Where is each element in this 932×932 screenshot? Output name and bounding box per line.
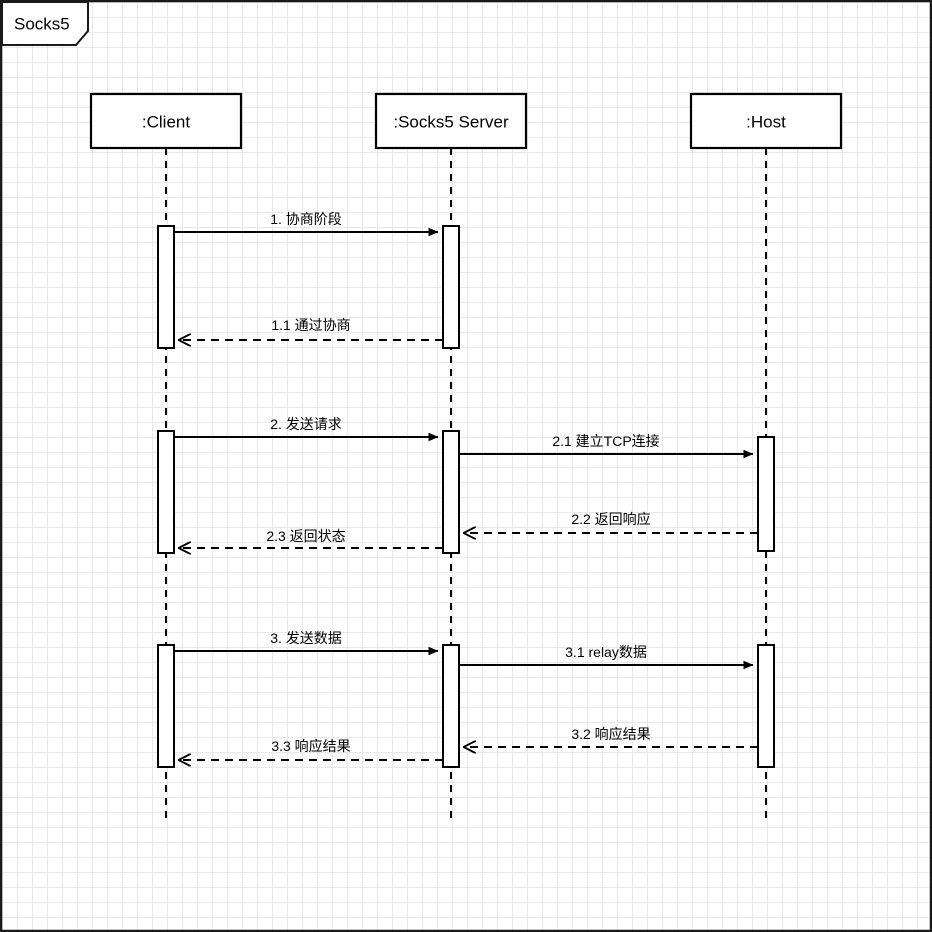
message-label-msg-1-1: 1.1 通过协商 — [271, 317, 351, 333]
message-label-msg-3-3: 3.3 响应结果 — [271, 738, 351, 754]
activation-server-act-1 — [442, 225, 460, 349]
lifeline-box-host — [689, 92, 843, 150]
message-label-msg-1: 1. 协商阶段 — [270, 211, 342, 227]
frame-label: Socks5 — [14, 14, 70, 34]
message-label-msg-2-3: 2.3 返回状态 — [266, 528, 346, 544]
message-label-msg-2-1: 2.1 建立TCP连接 — [552, 433, 660, 449]
activation-client-act-3 — [157, 644, 175, 768]
activation-client-act-2 — [157, 430, 175, 554]
activation-client-act-1 — [157, 225, 175, 349]
activation-server-act-3 — [442, 644, 460, 768]
activation-host-act-2 — [757, 644, 775, 768]
message-label-msg-3-1: 3.1 relay数据 — [565, 644, 647, 660]
lifeline-box-socks5-server — [374, 92, 528, 150]
activation-bars — [157, 225, 775, 768]
frame-label-tab — [1, 1, 89, 46]
lifeline-label-client: :Client — [141, 112, 191, 132]
message-arrows — [174, 227, 758, 760]
lifeline-boxes — [89, 92, 843, 150]
lifeline-lines — [165, 148, 767, 818]
message-label-msg-2-2: 2.2 返回响应 — [571, 511, 651, 527]
message-label-msg-2: 2. 发送请求 — [270, 416, 342, 432]
lifeline-label-socks5-server: :Socks5 Server — [393, 112, 509, 132]
activation-host-act-1 — [757, 436, 775, 552]
lifeline-box-client — [89, 92, 243, 150]
message-label-msg-3: 3. 发送数据 — [270, 630, 342, 646]
lifeline-label-host: :Host — [746, 112, 786, 132]
message-label-msg-3-2: 3.2 响应结果 — [571, 726, 651, 742]
activation-server-act-2 — [442, 430, 460, 554]
